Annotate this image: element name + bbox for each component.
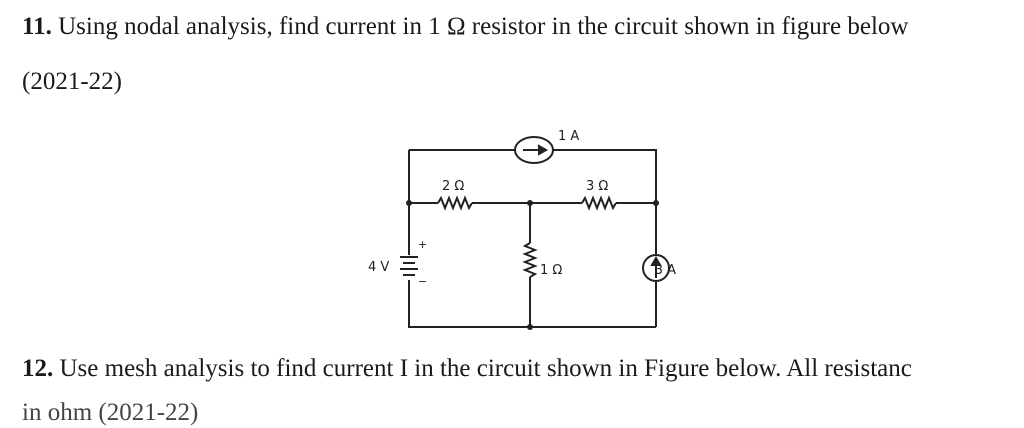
question-12-partial-line: in ohm (2021-22) (22, 399, 199, 426)
resistor-2ohm (437, 195, 473, 211)
question-12-text: 12. Use mesh analysis to find current I … (22, 354, 912, 384)
question-11-number: 11. (22, 13, 52, 40)
question-11-year: (2021-22) (22, 68, 122, 95)
question-12-number: 12. (22, 355, 54, 382)
top-wire-right (553, 149, 657, 203)
question-12-body: Use mesh analysis to find current I in t… (53, 355, 912, 382)
label-3ohm: 3 Ω (586, 179, 608, 194)
label-minus: − (418, 275, 427, 288)
current-source-3a-symbol (642, 254, 670, 282)
label-1ohm: 1 Ω (540, 263, 562, 278)
current-source-1a-symbol (514, 136, 554, 164)
arrow-1a-head (538, 144, 549, 156)
node-right (653, 200, 659, 206)
resistor-3ohm (581, 195, 617, 211)
node-middle (527, 200, 533, 206)
label-4v: 4 V (368, 260, 389, 275)
label-3a: 3 A (655, 263, 676, 278)
label-1a: 1 A (558, 129, 579, 144)
resistor-1ohm (522, 242, 538, 278)
label-plus: + (418, 238, 427, 251)
question-11-text: 11. Using nodal analysis, find current i… (22, 12, 908, 42)
left-wire-bottom (408, 280, 656, 328)
label-2ohm: 2 Ω (442, 179, 464, 194)
arrow-3a-head (650, 255, 662, 266)
node-bottom (527, 324, 533, 330)
node-left (406, 200, 412, 206)
circuit-diagram: 1 A 2 Ω 3 Ω 4 V + − 1 Ω 3 A (368, 129, 676, 330)
question-11-body: Using nodal analysis, find current in 1 … (51, 13, 909, 40)
